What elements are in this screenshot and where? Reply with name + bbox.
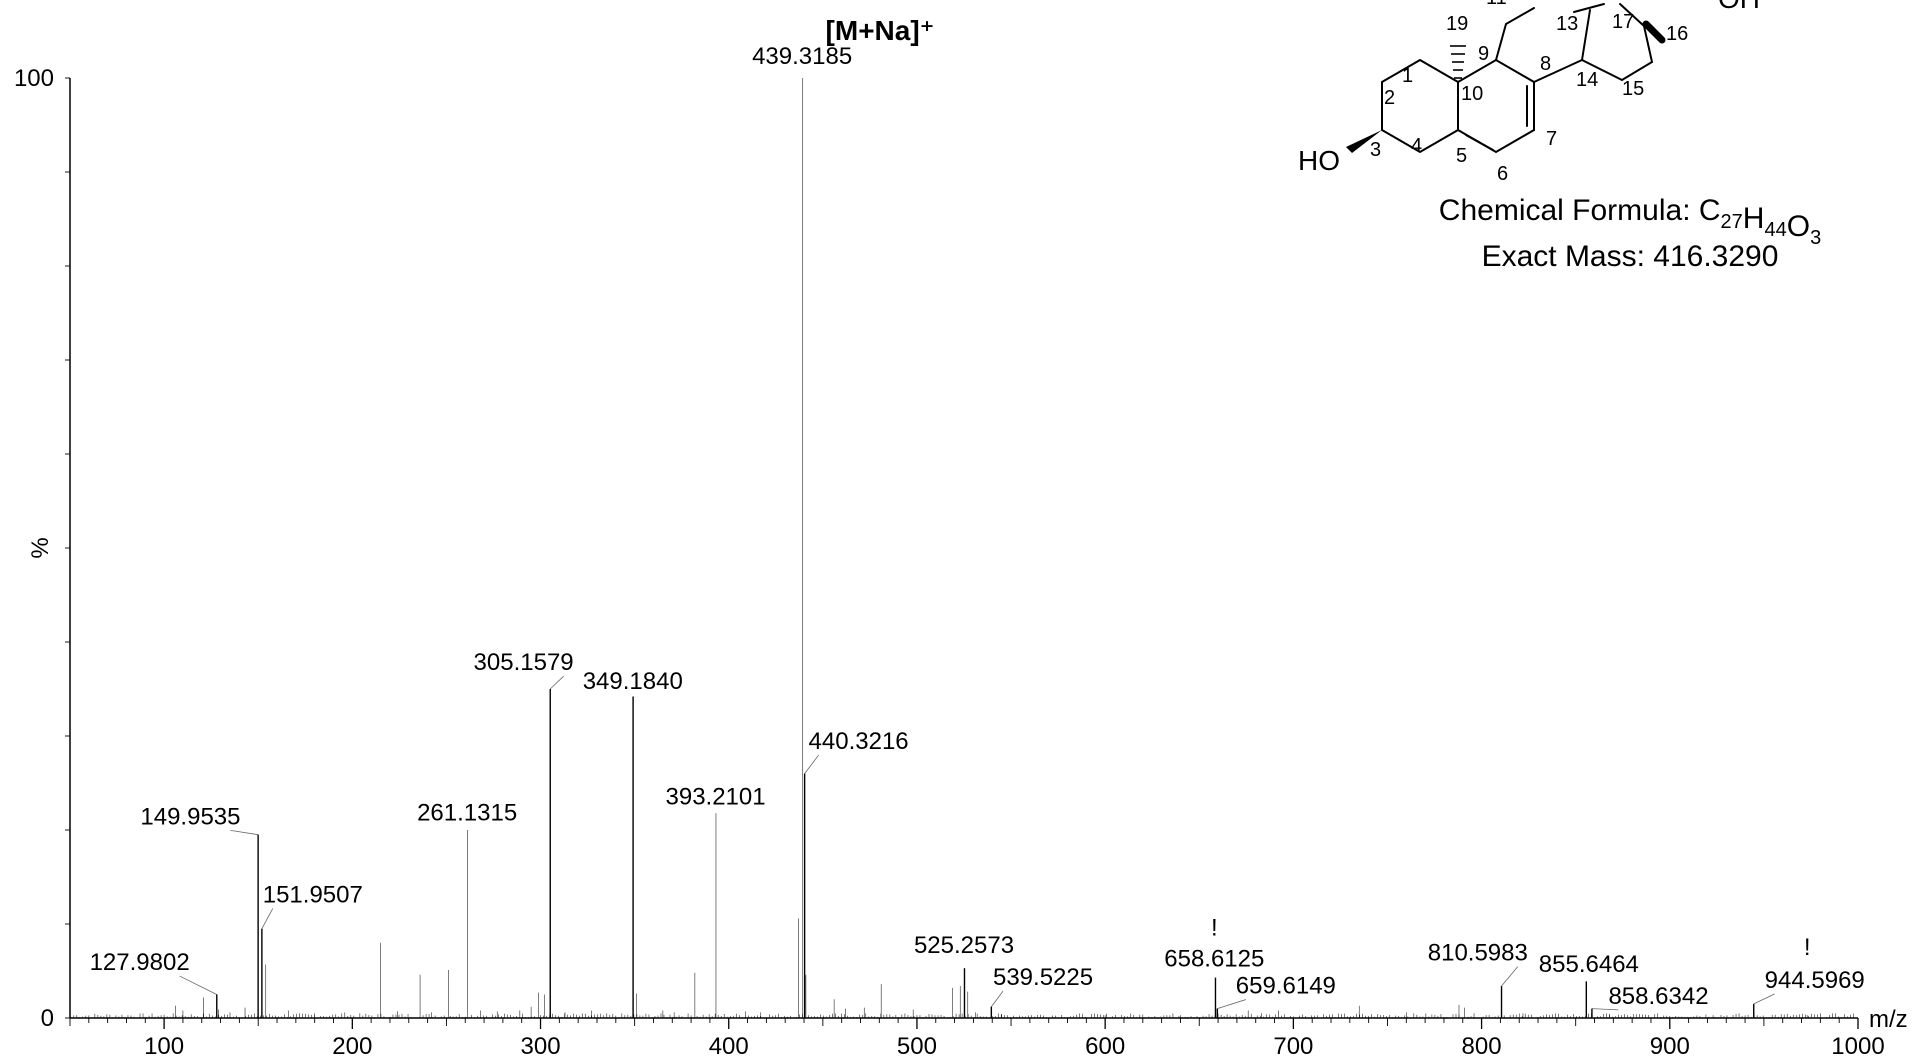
atom-number-10: 10 <box>1461 83 1483 105</box>
x-tick-label: 400 <box>709 1033 749 1059</box>
peak-label: 525.2573 <box>914 932 1014 959</box>
y-tick-label: 100 <box>14 65 54 92</box>
peak-label: 151.9507 <box>263 881 363 908</box>
leader-line <box>991 990 1004 1007</box>
peak-label: 944.5969 <box>1765 967 1865 994</box>
peak-label: 810.5983 <box>1428 940 1528 967</box>
leader-line <box>1217 999 1246 1009</box>
chemical-structure: HO OH 1 2 3 4 5 6 7 8 9 10 11 13 14 15 1… <box>1298 0 1821 273</box>
atom-number-1: 1 <box>1402 65 1413 87</box>
atom-number-14: 14 <box>1576 69 1598 91</box>
peak-labels: 127.9802 149.9535 151.9507 261.1315 305.1579… <box>90 43 1865 1011</box>
atom-number-16: 16 <box>1666 23 1688 45</box>
peak-label: 440.3216 <box>809 728 909 755</box>
exclamation-mark: ! <box>1804 934 1811 961</box>
peaks <box>73 78 1854 1018</box>
atom-number-9: 9 <box>1478 43 1489 65</box>
atom-number-11: 11 <box>1486 0 1507 9</box>
peak-label: 305.1579 <box>474 649 574 676</box>
hydroxyl-16-label: OH <box>1718 0 1760 14</box>
peak-label: 539.5225 <box>993 964 1093 991</box>
leader-line <box>261 908 274 929</box>
peak-label: 439.3185 <box>752 43 852 70</box>
leader-line <box>1753 993 1775 1005</box>
x-tick-label: 300 <box>521 1033 561 1059</box>
atom-number-19: 19 <box>1446 13 1468 35</box>
exact-mass: Exact Mass: 416.3290 <box>1482 240 1779 273</box>
atom-number-3: 3 <box>1370 139 1381 161</box>
atom-number-2: 2 <box>1384 87 1395 109</box>
hydroxyl-3-label: HO <box>1298 145 1340 176</box>
leader-line <box>549 675 564 690</box>
x-tick-label: 700 <box>1273 1033 1313 1059</box>
y-ticks: 0 100 <box>14 65 70 1032</box>
peak-label: 858.6342 <box>1608 983 1708 1010</box>
leader-line <box>1501 966 1519 987</box>
peak-label: 659.6149 <box>1236 973 1336 1000</box>
peak-label: 149.9535 <box>140 803 240 830</box>
peak-label: 658.6125 <box>1164 945 1264 972</box>
x-tick-label: 1000 <box>1831 1033 1884 1059</box>
x-tick-label: 900 <box>1650 1033 1690 1059</box>
atom-number-8: 8 <box>1540 53 1551 75</box>
peak-label: 393.2101 <box>666 784 766 811</box>
atom-number-13: 13 <box>1556 13 1578 35</box>
chart-title: [M+Na]⁺ <box>826 15 935 46</box>
axes: 100 200 300 400 500 600 700 800 900 1000 0 100 m/z… <box>14 65 1908 1059</box>
chemical-formula: Chemical Formula: C27H44O3 <box>1439 194 1821 249</box>
y-axis-label: % <box>27 537 54 558</box>
peak-label: 855.6464 <box>1539 951 1639 978</box>
exclamation-mark: ! <box>1211 914 1218 941</box>
atom-number-4: 4 <box>1411 135 1422 157</box>
peak-label: 127.9802 <box>90 949 190 976</box>
x-tick-label: 100 <box>144 1033 184 1059</box>
leader-line <box>804 754 819 774</box>
leader-line <box>230 829 259 836</box>
leader-line <box>1591 1008 1619 1011</box>
x-ticks: 100 200 300 400 500 600 700 800 900 1000 <box>69 1018 1885 1059</box>
x-tick-label: 200 <box>332 1033 372 1059</box>
x-tick-label: 800 <box>1462 1033 1502 1059</box>
x-axis-label: m/z <box>1869 1006 1908 1033</box>
y-tick-label: 0 <box>41 1005 54 1032</box>
atom-number-17: 17 <box>1612 11 1634 33</box>
atom-number-5: 5 <box>1456 145 1467 167</box>
leader-line <box>179 975 217 995</box>
peak-label: 349.1840 <box>583 668 683 695</box>
atom-number-7: 7 <box>1546 128 1557 150</box>
peak-label: 261.1315 <box>417 800 517 827</box>
atom-number-15: 15 <box>1622 78 1644 100</box>
x-tick-label: 600 <box>1085 1033 1125 1059</box>
atom-number-6: 6 <box>1497 163 1508 185</box>
x-tick-label: 500 <box>897 1033 937 1059</box>
